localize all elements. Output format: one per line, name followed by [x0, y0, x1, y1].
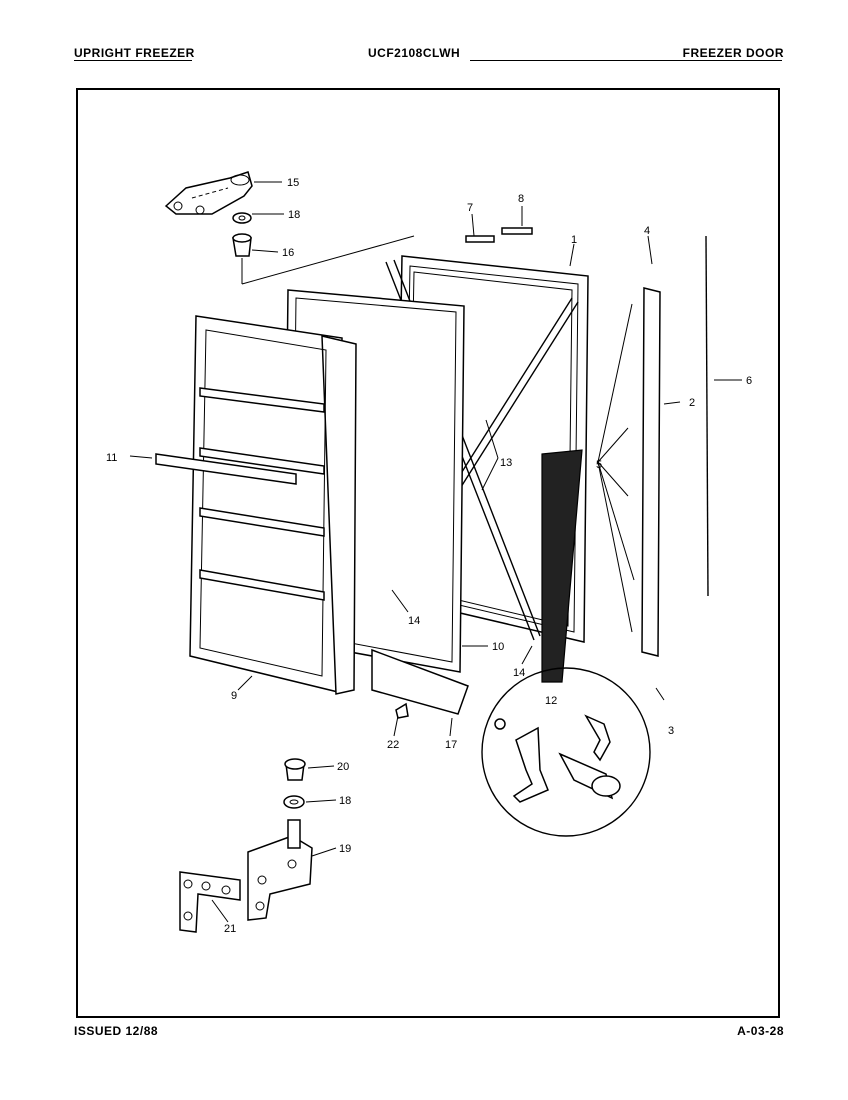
leader-lines: [211, 181, 742, 923]
vertical-rod: [705, 235, 709, 597]
top-bushing: [232, 233, 252, 257]
callout-14-right: 14: [513, 667, 525, 679]
door-liner: [189, 315, 357, 695]
footer-issued-date: ISSUED 12/88: [74, 1024, 159, 1038]
header-model-number: UCF2108CLWH: [368, 46, 461, 60]
callout-2: 2: [689, 397, 695, 409]
callout-8: 8: [518, 193, 524, 205]
callout-13: 13: [500, 457, 512, 469]
callout-19: 19: [339, 843, 351, 855]
callout-9: 9: [231, 690, 237, 702]
callout-1: 1: [571, 234, 577, 246]
callout-4: 4: [644, 225, 650, 237]
callout-11: 11: [106, 452, 117, 464]
small-screw: [395, 702, 409, 719]
top-washer: [232, 212, 252, 224]
top-hinge-bracket: [164, 171, 253, 215]
callout-15: 15: [287, 177, 299, 189]
shelf-rail: [129, 453, 297, 485]
bottom-trim-strip: [371, 648, 469, 715]
callout-labels: 15 18 16 7 8 1 4 6 2 11 13 5 14 10 14 9 …: [106, 177, 752, 935]
lock-strip: [541, 449, 583, 683]
callout-18-top: 18: [288, 209, 300, 221]
header-title-left: UPRIGHT FREEZER: [74, 46, 195, 60]
bottom-hinge-pin: [284, 758, 306, 781]
callout-14-left: 14: [408, 615, 420, 627]
callout-6: 6: [746, 375, 752, 387]
callout-3: 3: [668, 725, 674, 737]
callout-10: 10: [492, 641, 504, 653]
bottom-hinge: [247, 819, 313, 921]
callout-20: 20: [337, 761, 349, 773]
callout-18-bottom: 18: [339, 795, 351, 807]
diagram-frame: [76, 88, 780, 1018]
callout-16: 16: [282, 247, 294, 259]
header-rule-right: [470, 60, 782, 61]
header-rule-left: [74, 60, 192, 61]
callout-12: 12: [545, 695, 557, 707]
callout-21: 21: [224, 923, 236, 935]
lock-detail: [481, 667, 651, 837]
callout-17: 17: [445, 739, 457, 751]
header-title-right: FREEZER DOOR: [682, 46, 784, 60]
hinge-plate: [179, 871, 241, 933]
footer-page-code: A-03-28: [737, 1024, 784, 1038]
callout-5: 5: [596, 459, 602, 471]
callout-7: 7: [467, 202, 473, 214]
side-rail: [641, 287, 661, 657]
bottom-washer: [283, 795, 305, 809]
callout-22: 22: [387, 739, 399, 751]
